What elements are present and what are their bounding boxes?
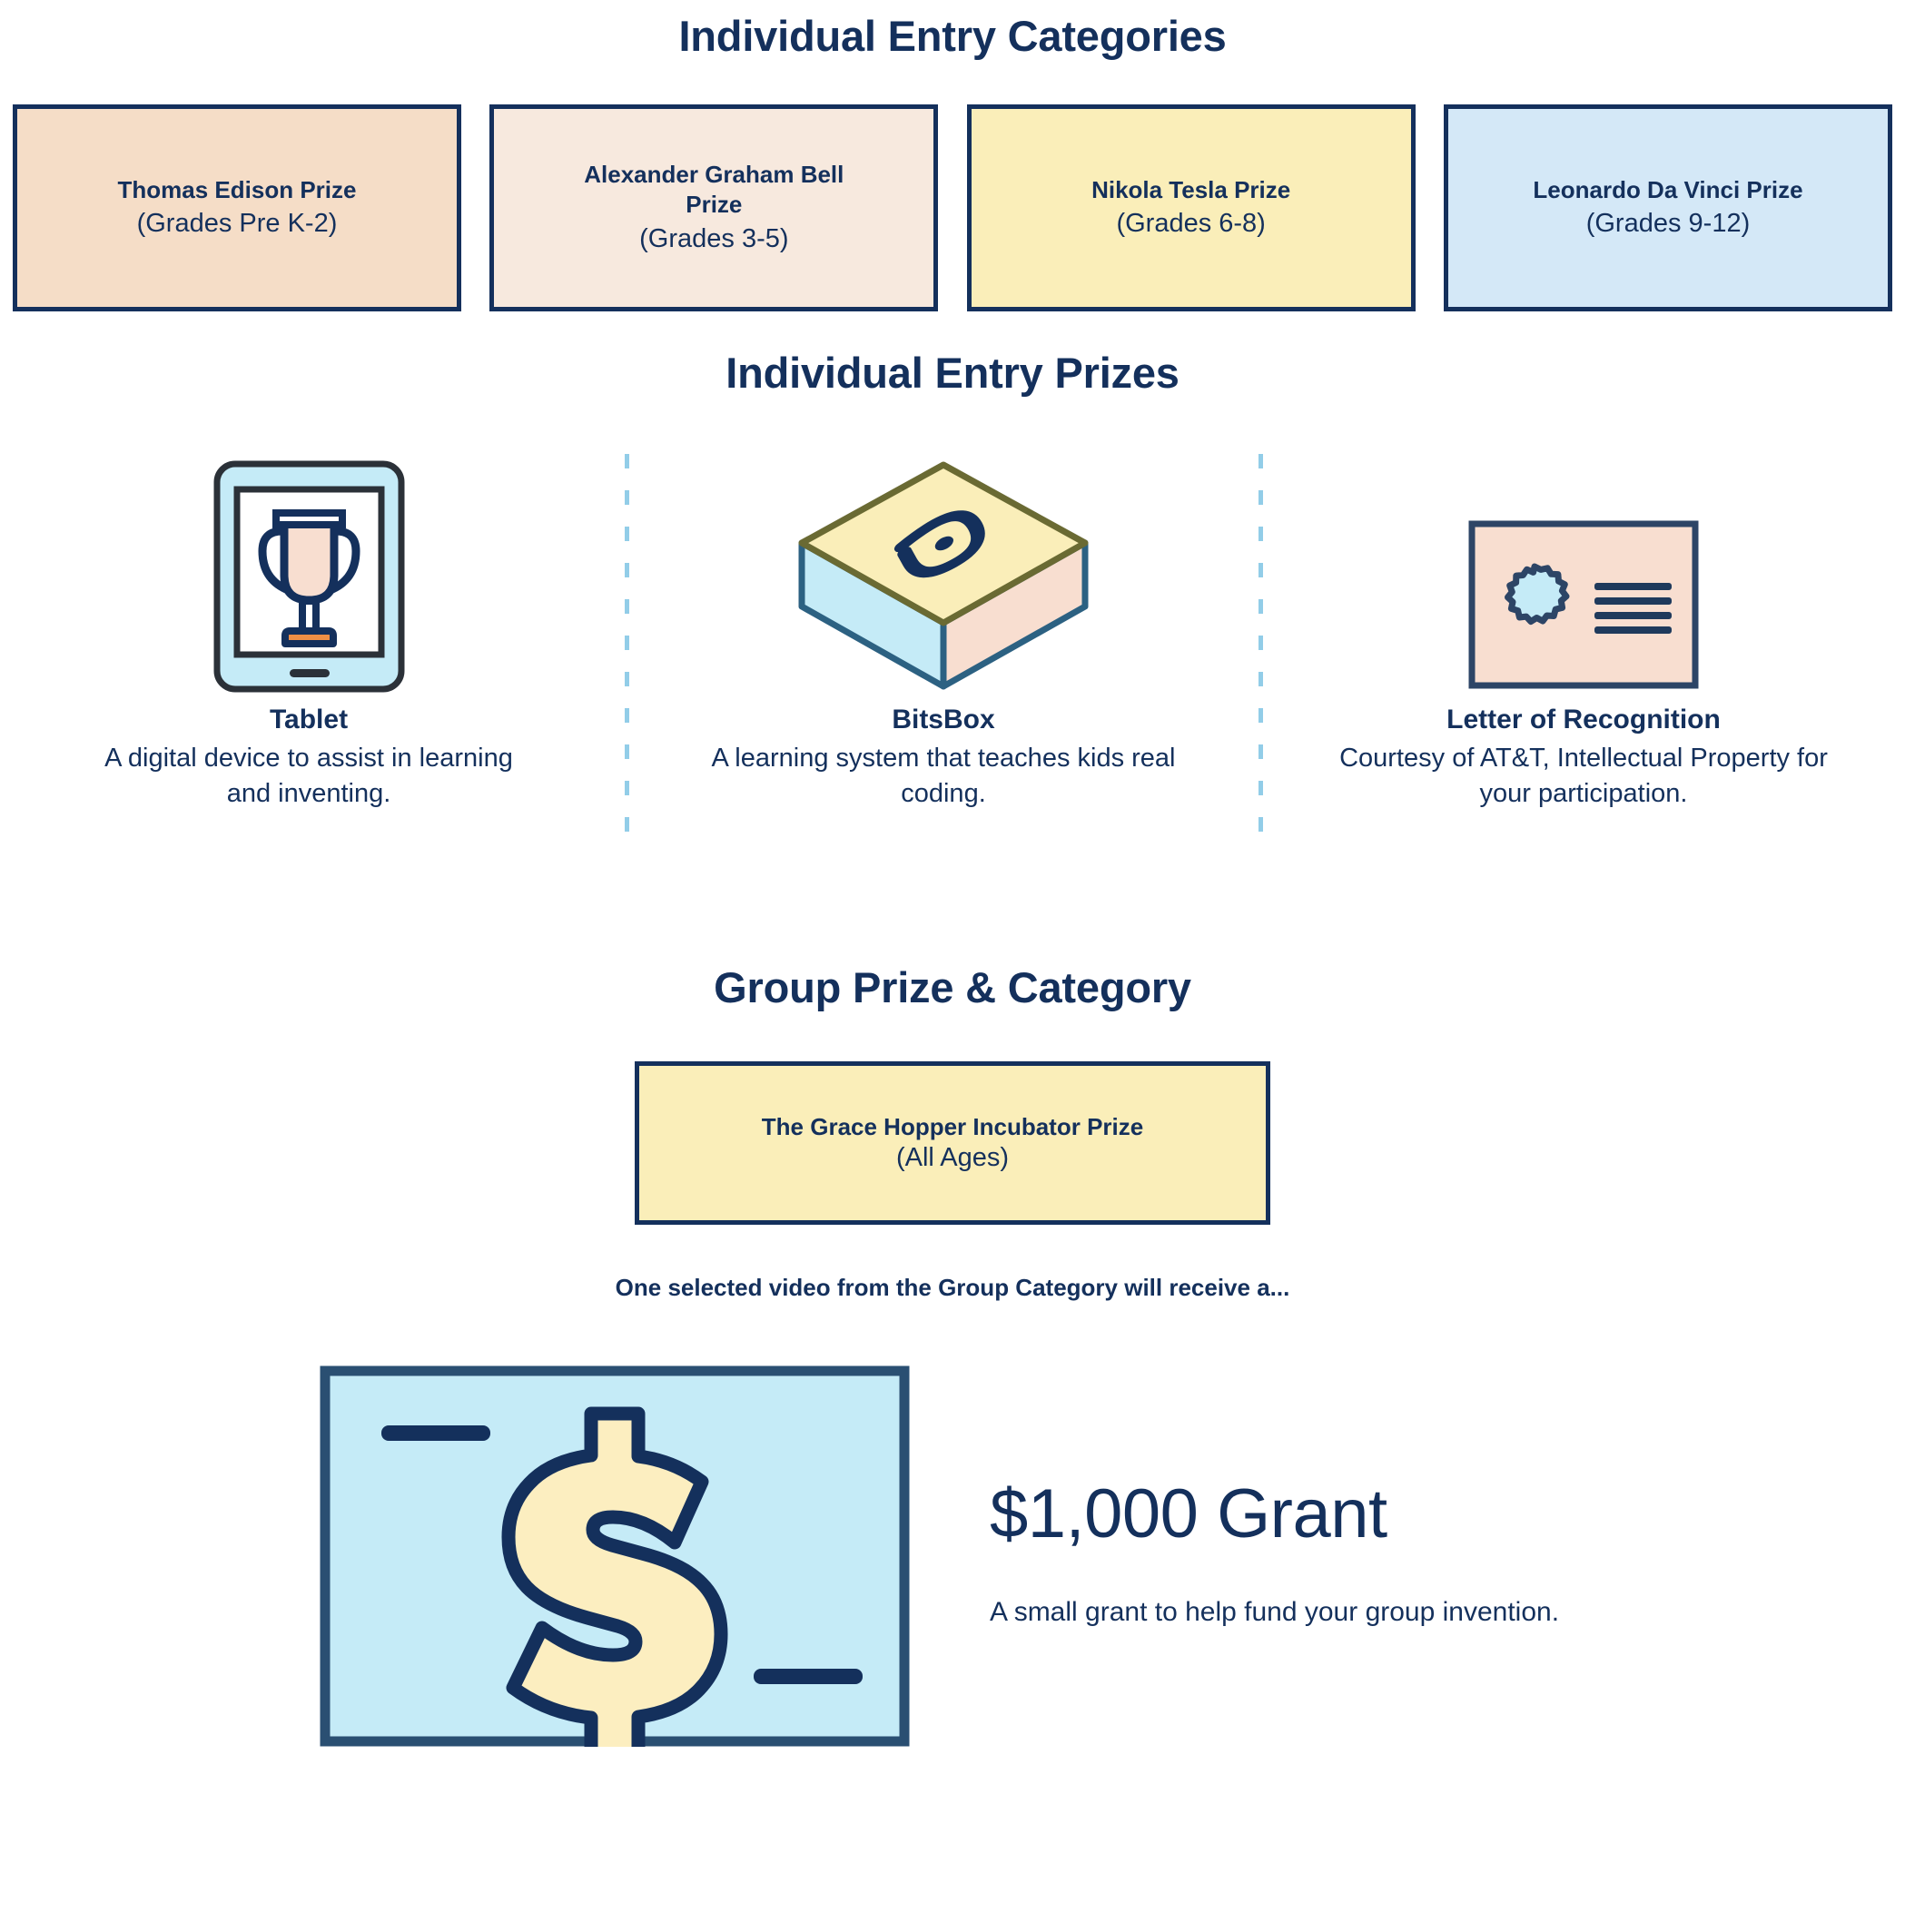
category-grades: (Grades 9-12)	[1585, 209, 1751, 239]
category-box-edison[interactable]: Thomas Edison Prize (Grades Pre K-2)	[13, 104, 461, 311]
dollar-check-icon	[320, 1365, 910, 1768]
prize-description: Courtesy of AT&T, Intellectual Property …	[1339, 744, 1828, 808]
grant-amount: $1,000 Grant	[990, 1475, 1387, 1552]
category-box-davinci[interactable]: Leonardo Da Vinci Prize (Grades 9-12)	[1443, 104, 1892, 311]
category-name: Thomas Edison Prize	[117, 175, 357, 203]
individual-entry-prizes-section: Individual Entry Prizes	[0, 311, 1905, 844]
prize-title: BitsBox	[892, 705, 995, 734]
category-name: Alexander Graham Bell Prize	[584, 161, 844, 219]
prize-column-tablet: Tablet A digital device to assist in lea…	[27, 454, 590, 811]
group-section-title: Group Prize & Category	[714, 963, 1191, 1011]
prize-column-bitsbox: BitsBox A learning system that teaches k…	[662, 454, 1225, 811]
category-box-tesla[interactable]: Nikola Tesla Prize (Grades 6-8)	[966, 104, 1416, 311]
prize-description: A digital device to assist in learning a…	[104, 744, 513, 808]
category-name: Nikola Tesla Prize	[1091, 175, 1291, 203]
category-grades: (Grades 6-8)	[1116, 209, 1266, 239]
bitsbox-box-icon	[662, 454, 1225, 699]
prizes-section-title: Individual Entry Prizes	[725, 349, 1180, 397]
group-prize-name: The Grace Hopper Incubator Prize	[761, 1113, 1144, 1140]
grant-row: $1,000 Grant A small grant to help fund …	[0, 1365, 1905, 1768]
categories-section-title: Individual Entry Categories	[678, 12, 1227, 60]
grant-description: A small grant to help fund your group in…	[990, 1597, 1560, 1627]
individual-entry-categories-section: Individual Entry Categories Thomas Ediso…	[0, 0, 1905, 311]
grant-text-block: $1,000 Grant A small grant to help fund …	[910, 1365, 1559, 1628]
category-grades: (Grades 3-5)	[639, 223, 789, 253]
certificate-icon	[1302, 454, 1865, 699]
prize-divider-left	[625, 454, 629, 835]
category-name: Leonardo Da Vinci Prize	[1533, 175, 1803, 203]
group-prize-ages: (All Ages)	[895, 1143, 1010, 1172]
tablet-trophy-icon	[27, 454, 590, 699]
prize-column-letter: Letter of Recognition Courtesy of AT&T, …	[1302, 454, 1865, 811]
prize-title: Tablet	[269, 705, 349, 734]
category-boxes-row: Thomas Edison Prize (Grades Pre K-2) Ale…	[0, 104, 1905, 311]
category-box-bell[interactable]: Alexander Graham Bell Prize (Grades 3-5)	[489, 104, 939, 311]
prize-description: A learning system that teaches kids real…	[711, 744, 1176, 808]
group-prize-box[interactable]: The Grace Hopper Incubator Prize (All Ag…	[635, 1061, 1270, 1225]
category-grades: (Grades Pre K-2)	[136, 209, 338, 239]
group-prize-section: Group Prize & Category The Grace Hopper …	[0, 844, 1905, 1768]
group-selection-note: One selected video from the Group Catego…	[615, 1274, 1290, 1301]
prize-columns-row: Tablet A digital device to assist in lea…	[0, 454, 1905, 844]
prize-divider-right	[1258, 454, 1263, 835]
prize-title: Letter of Recognition	[1446, 705, 1721, 734]
